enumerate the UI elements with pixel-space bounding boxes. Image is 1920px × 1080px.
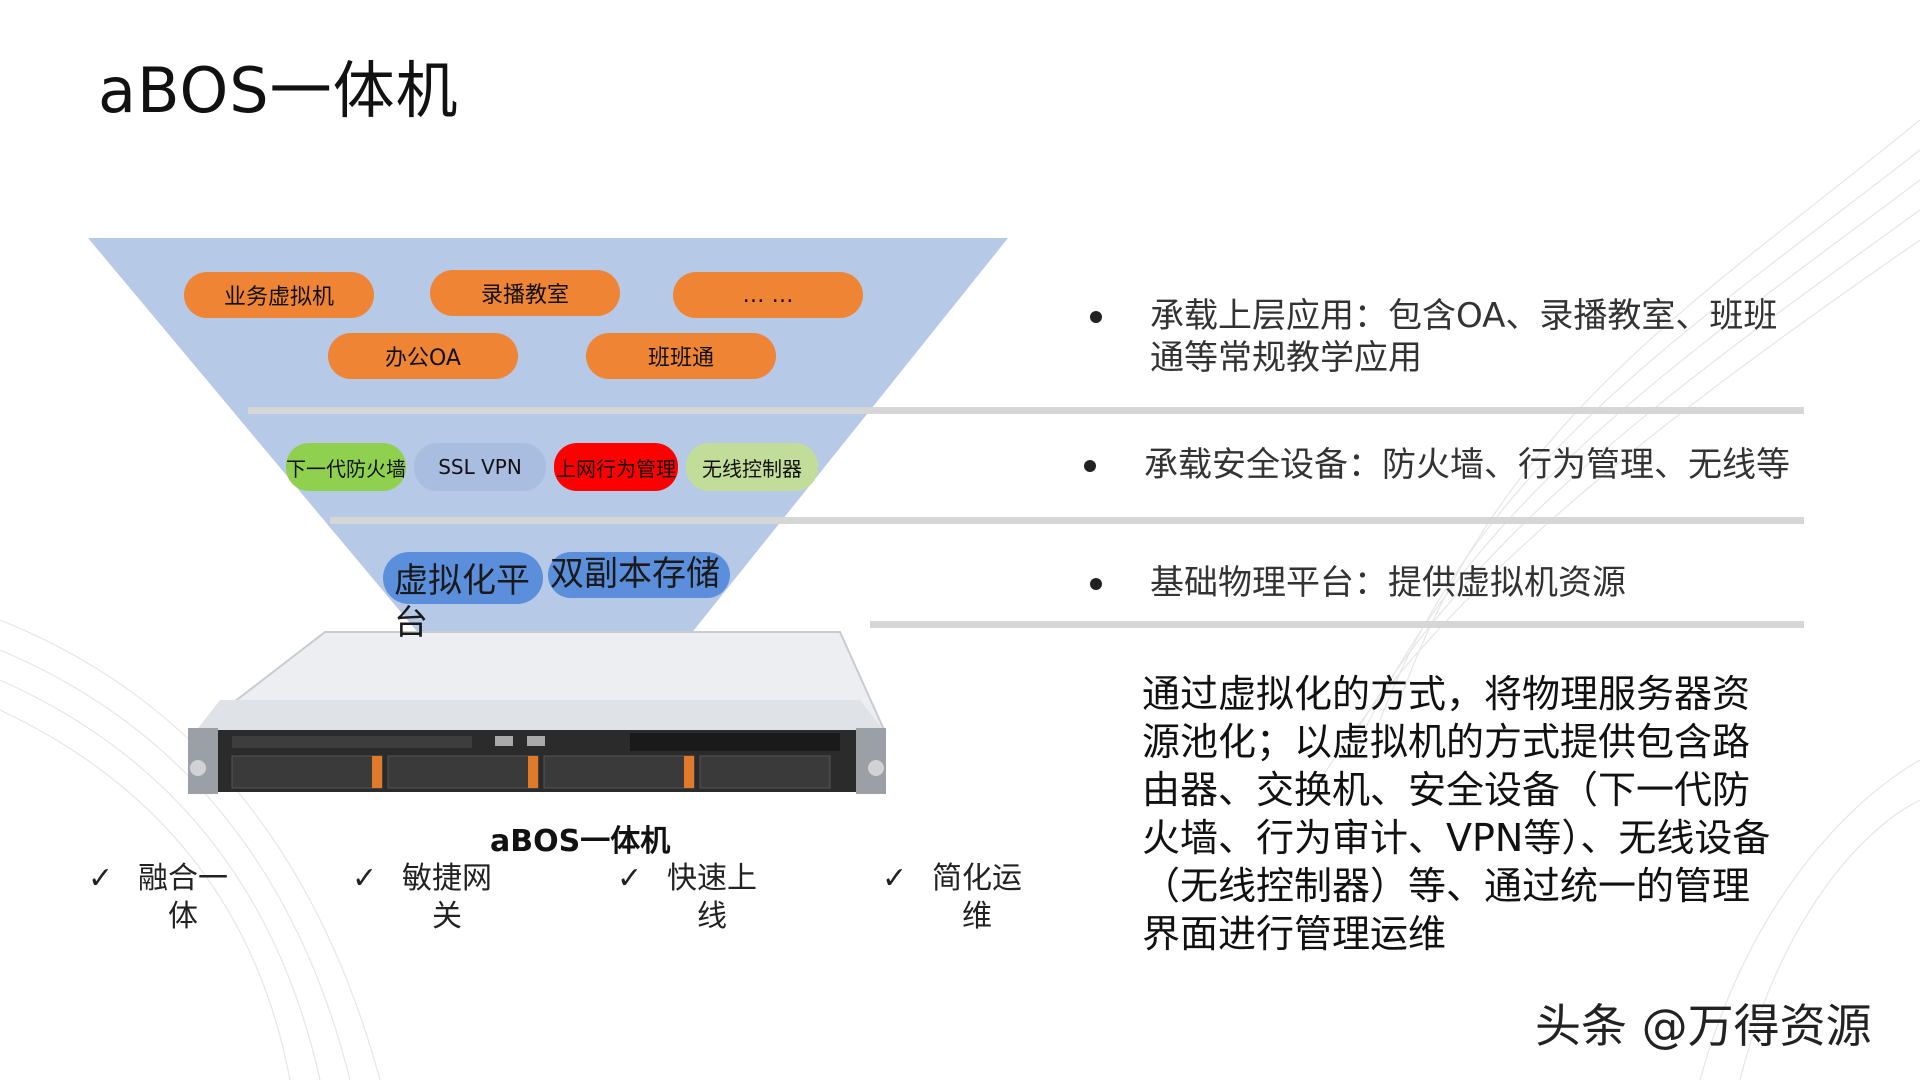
bullet-dot bbox=[1084, 460, 1096, 472]
device-label: aBOS一体机 bbox=[490, 824, 671, 859]
bullet-security: 承载安全设备：防火墙、行为管理、无线等 bbox=[1084, 444, 1844, 486]
funnel-shape bbox=[88, 238, 1008, 635]
check-icon: ✓ bbox=[882, 861, 908, 896]
bullet-apps: 承载上层应用：包含OA、录播教室、班班通等常规教学应用 bbox=[1090, 295, 1790, 379]
platform-dual-storage bbox=[548, 552, 730, 598]
feature-fusion-label: 融合一体 bbox=[138, 861, 228, 934]
app-pill-banbantong: 班班通 bbox=[586, 333, 776, 379]
sec-pill-sslvpn: SSL VPN bbox=[414, 443, 546, 491]
check-icon: ✓ bbox=[617, 861, 643, 896]
platform-virtualization bbox=[383, 552, 543, 604]
feature-gateway: ✓ 敏捷网关 bbox=[352, 860, 502, 936]
watermark: 头条 @万得资源 bbox=[1535, 999, 1872, 1053]
bullet-platform-text: 基础物理平台：提供虚拟机资源 bbox=[1150, 563, 1626, 603]
check-icon: ✓ bbox=[352, 861, 378, 896]
bullet-platform: 基础物理平台：提供虚拟机资源 bbox=[1090, 562, 1790, 604]
bullet-apps-text: 承载上层应用：包含OA、录播教室、班班通等常规教学应用 bbox=[1150, 296, 1778, 378]
bullet-dot bbox=[1090, 311, 1102, 323]
feature-quick-launch: ✓ 快速上线 bbox=[617, 860, 767, 936]
feature-fusion: ✓ 融合一体 bbox=[88, 860, 238, 936]
description-text: 通过虚拟化的方式，将物理服务器资源池化；以虚拟机的方式提供包含路由器、交换机、安… bbox=[1142, 672, 1771, 956]
sec-pill-wireless: 无线控制器 bbox=[686, 443, 818, 491]
app-pill-recording: 录播教室 bbox=[430, 270, 620, 316]
bullet-security-text: 承载安全设备：防火墙、行为管理、无线等 bbox=[1144, 445, 1790, 485]
platform-storage-label: 双副本存储 bbox=[550, 554, 720, 594]
check-icon: ✓ bbox=[88, 861, 114, 896]
feature-simplified-ops: ✓ 简化运维 bbox=[882, 860, 1032, 936]
feature-quick-launch-label: 快速上线 bbox=[667, 861, 757, 934]
divider-3 bbox=[870, 621, 1804, 628]
divider-2 bbox=[330, 517, 1804, 524]
app-pill-oa: 办公OA bbox=[328, 333, 518, 379]
bullet-dot bbox=[1090, 578, 1102, 590]
sec-pill-firewall: 下一代防火墙 bbox=[286, 443, 406, 491]
platform-virtualization-label: 虚拟化平台 bbox=[394, 561, 530, 643]
app-pill-vm: 业务虚拟机 bbox=[184, 272, 374, 318]
feature-simplified-ops-label: 简化运维 bbox=[932, 861, 1022, 934]
server-illustration bbox=[188, 631, 887, 794]
feature-gateway-label: 敏捷网关 bbox=[402, 861, 492, 934]
divider-1 bbox=[248, 407, 1804, 414]
sec-pill-behavior: 上网行为管理 bbox=[554, 443, 678, 491]
app-pill-more: … … bbox=[673, 272, 863, 318]
page-title: aBOS一体机 bbox=[98, 54, 459, 127]
